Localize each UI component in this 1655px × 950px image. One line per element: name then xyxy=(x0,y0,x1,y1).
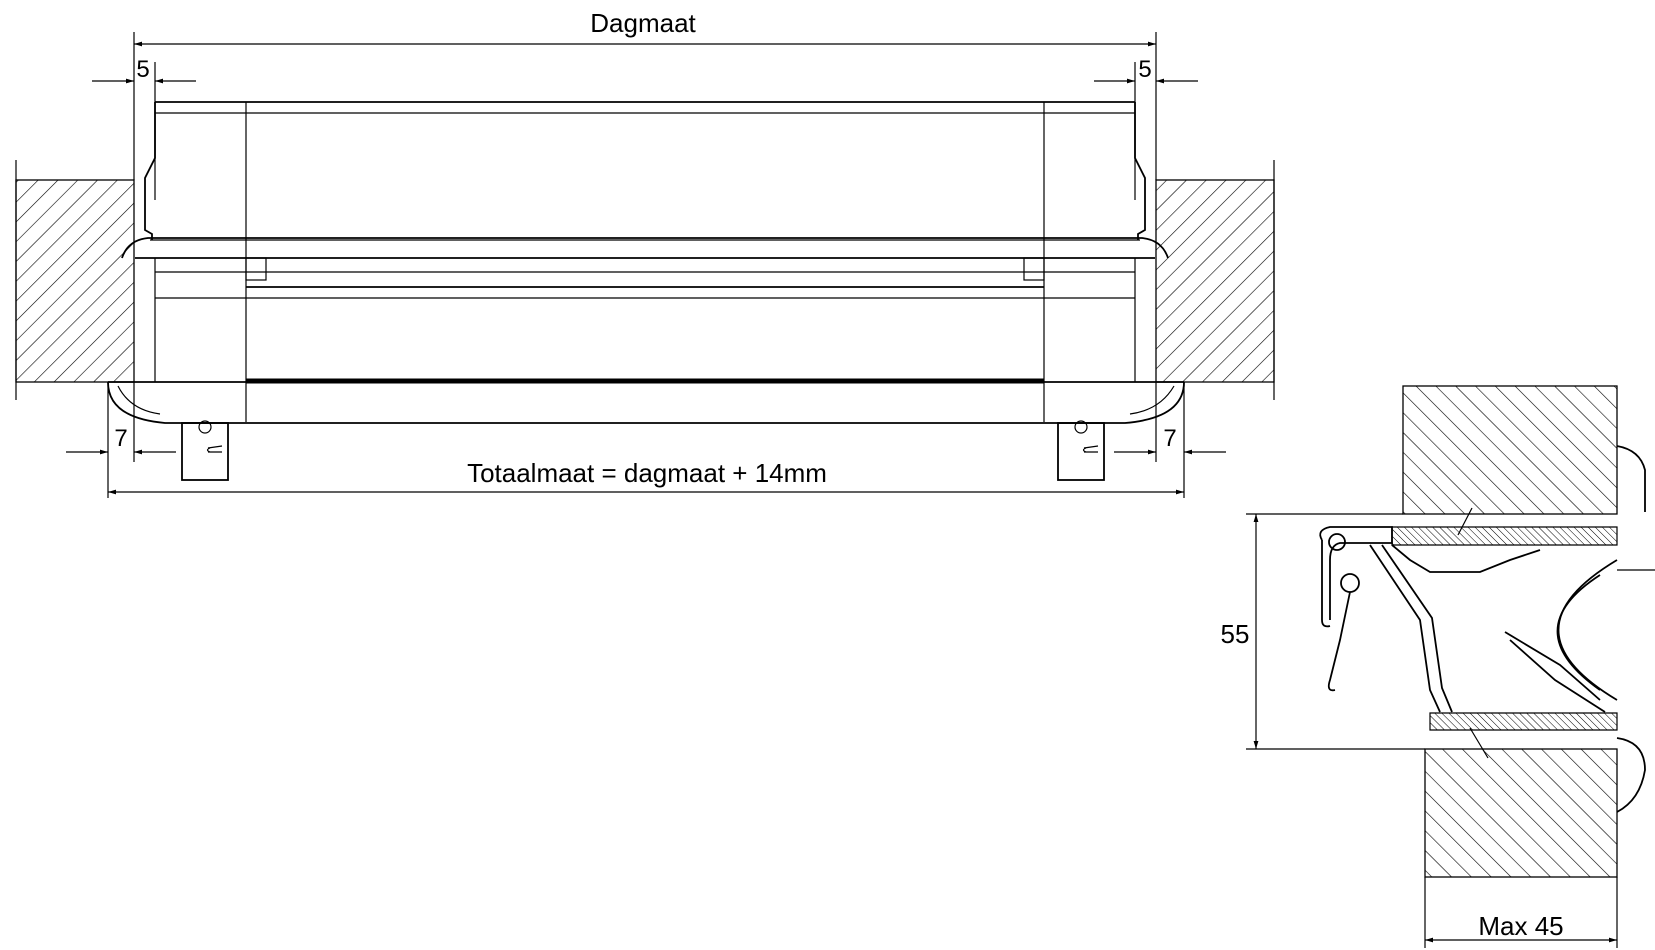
clamp-left xyxy=(181,422,229,481)
height-label: 55 xyxy=(1221,619,1250,649)
section-view: 55 Max 45 xyxy=(1221,385,1655,948)
gap-right-label: 5 xyxy=(1138,56,1151,83)
depth-label: Max 45 xyxy=(1478,911,1563,941)
height-dimension: 55 xyxy=(1221,513,1425,750)
flange-left-dimension: 7 xyxy=(66,382,176,498)
section-wall-top xyxy=(1402,385,1618,515)
front-view: Dagmaat 5 5 xyxy=(15,8,1275,498)
totaalmaat-dimension: Totaalmaat = dagmaat + 14mm xyxy=(108,458,1184,495)
flange-left-label: 7 xyxy=(114,425,127,452)
gap-left-label: 5 xyxy=(136,56,149,83)
gap-right-dimension: 5 xyxy=(1094,56,1198,200)
wall-right xyxy=(1155,179,1275,383)
flange-right-dimension: 7 xyxy=(1114,382,1226,498)
section-wall-bottom xyxy=(1424,748,1618,878)
depth-dimension: Max 45 xyxy=(1424,877,1618,948)
wall-left xyxy=(15,179,135,383)
grille-profile-section xyxy=(1319,445,1655,813)
flange-right-label: 7 xyxy=(1163,425,1176,452)
dagmaat-label: Dagmaat xyxy=(590,8,696,38)
totaalmaat-label: Totaalmaat = dagmaat + 14mm xyxy=(467,458,827,488)
grille-body xyxy=(107,101,1185,481)
clamp-right xyxy=(1057,422,1105,481)
dagmaat-dimension: Dagmaat xyxy=(133,8,1157,180)
gap-left-dimension: 5 xyxy=(92,56,196,200)
